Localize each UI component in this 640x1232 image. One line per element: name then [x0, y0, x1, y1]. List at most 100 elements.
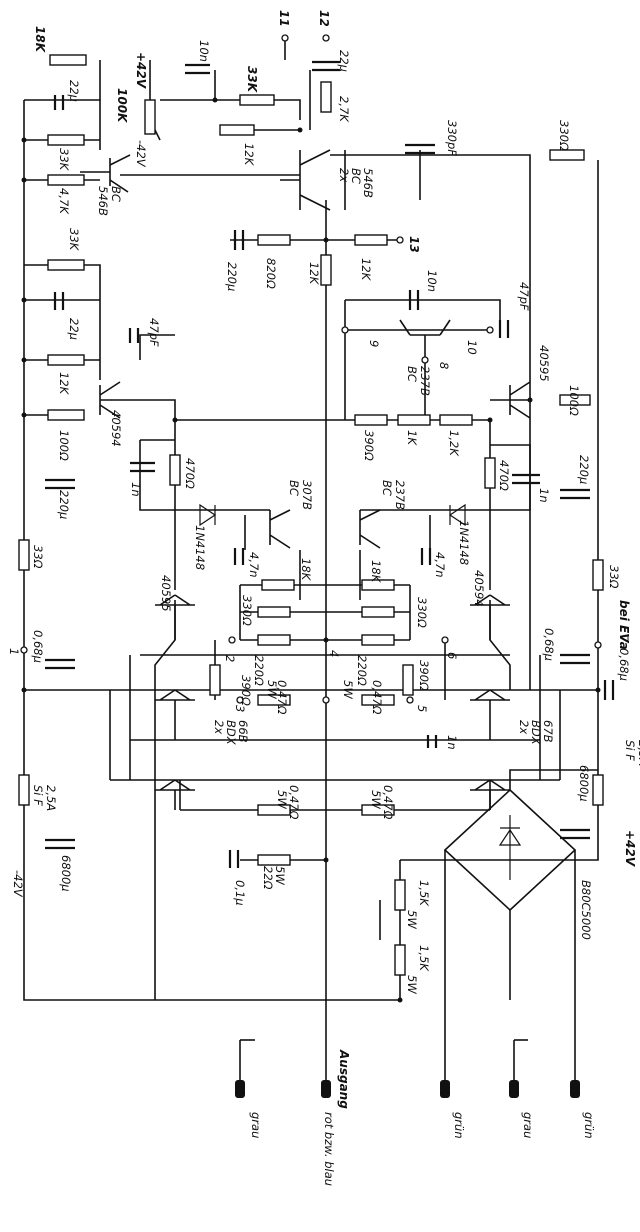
resistor-12k-left [47, 354, 85, 366]
label-r-18k-left: 18K [299, 558, 313, 582]
capacitor-6800u-left [45, 838, 75, 850]
output-connectors [235, 1080, 580, 1098]
label-supply-neg-bottom: -42V [11, 870, 25, 898]
capacitor-068u-b [560, 653, 590, 665]
resistor-1k2 [439, 414, 473, 426]
label-bei-eva: bei EVa [617, 600, 631, 650]
label-r-470-left: 470Ω [183, 458, 197, 489]
junctions [20, 34, 602, 1003]
resistor-047-b [361, 694, 395, 706]
potentiometer-1k [397, 414, 431, 426]
connector-labels: grau Ausgang rot bzw. blau grün grau grü… [249, 1049, 596, 1186]
label-grau-1: grau [249, 1112, 263, 1138]
resistor-390-a [209, 664, 221, 696]
connector-grau-1 [235, 1080, 245, 1098]
resistor-33-left [18, 539, 30, 571]
connector-grau-2 [509, 1080, 519, 1098]
label-c-10n-mid: 10n [425, 270, 439, 292]
label-r-047-c: 0,47Ω [287, 785, 301, 820]
resistor-220-a [257, 634, 291, 646]
resistor-220-b [361, 634, 395, 646]
label-r-18k-right: 18K [369, 560, 383, 584]
resistor-100-left [47, 409, 85, 421]
label-q-bdx66b: 2xBDX66B [212, 720, 250, 746]
label-q-bdx67b: 2xBDX67B [517, 720, 555, 746]
resistor-33k [47, 134, 85, 146]
label-r-390-a: 390Ω [239, 675, 253, 706]
label-r-820: 820Ω [264, 258, 278, 289]
label-r-470-right: 470Ω [497, 460, 511, 491]
resistor-470-left [169, 454, 181, 486]
resistor-33-right [592, 559, 604, 591]
label-r-1k5-a: 1,5K [417, 880, 431, 907]
label-5w-f: 5W [405, 910, 419, 929]
resistor-4k7 [47, 174, 85, 186]
label-q-bc237b-vbe: BC237B [405, 366, 432, 396]
label-fuse-right: Si F2,5A [623, 740, 640, 766]
label-gruen-2: grün [582, 1112, 596, 1139]
label-5w-c: 5W [275, 790, 289, 809]
resistor-18k-left [261, 579, 295, 591]
label-c-4n7-right: 4,7n [433, 552, 447, 578]
label-5w-d: 5W [369, 790, 383, 809]
label-d-1n4148-left: 1N4148 [193, 525, 207, 570]
resistor-22-5w [257, 854, 291, 866]
connector-gruen-2 [570, 1080, 580, 1098]
capacitor-22u-input [312, 60, 340, 72]
capacitor-220u-mid [233, 230, 245, 250]
label-c-220u-mid: 220µ [225, 262, 239, 291]
capacitor-10n-top [185, 63, 210, 75]
transistors [80, 149, 531, 810]
label-c-6800u-right: 6800µ [577, 765, 591, 802]
label-r-18k-top: 18K [33, 26, 47, 54]
label-r-12k-13: 12K [359, 258, 373, 282]
resistor-33k-stage2 [47, 259, 85, 271]
label-ausgang: Ausgang [337, 1049, 351, 1109]
resistor-470-right [484, 457, 496, 489]
transistor-40595-left [155, 594, 195, 640]
label-c-47pf-right: 47pF [517, 282, 531, 311]
label-r-047-b: 0,47Ω [370, 680, 384, 715]
capacitor-220u-left [45, 478, 75, 490]
resistor-390-b [402, 664, 414, 696]
potentiometer-100k [144, 99, 156, 135]
label-5w-g: 5W [405, 975, 419, 994]
resistors [18, 54, 604, 976]
resistor-047-d [361, 804, 395, 816]
capacitors [45, 60, 615, 868]
resistor-820 [257, 234, 291, 246]
capacitor-220u-right [560, 488, 590, 500]
label-r-22-5w: 22Ω [261, 866, 275, 890]
transistor-bc237b [359, 509, 381, 549]
label-c-22u-top: 22µ [67, 80, 81, 102]
diode-1n4148-left [199, 503, 217, 527]
label-q-bc237b: BC237B [380, 480, 407, 510]
label-c-1n-left: 1n [129, 482, 143, 497]
label-node-2: 2 [223, 655, 237, 662]
label-fuse-left: Si F2,5A [31, 785, 58, 811]
capacitor-4n7-left [233, 548, 245, 565]
label-r-33-right: 33Ω [607, 565, 621, 589]
label-5w-a: 5W [265, 680, 279, 699]
label-terminal-13: 13 [407, 236, 421, 253]
label-r-100-left: 100Ω [57, 430, 71, 461]
label-c-330pf: 330pF [445, 120, 459, 156]
label-c-01u: 0,1µ [233, 880, 247, 906]
capacitor-22u-stage2 [53, 292, 65, 310]
label-node-3: 3 [233, 705, 247, 712]
capacitor-10n-mid [408, 290, 420, 310]
label-bridge: B80C5000 [579, 880, 593, 940]
label-r-100-right: 100Ω [567, 385, 581, 416]
label-ausgang-color: rot bzw. blau [322, 1112, 336, 1186]
transistor-bdx66b-lower [155, 779, 195, 810]
wiring [23, 40, 599, 1080]
label-r-12k-left: 12K [57, 372, 71, 396]
label-node-8: 8 [437, 362, 451, 369]
capacitor-22u-top [53, 95, 65, 110]
resistor-100-right [559, 394, 591, 406]
label-c-22u-left2: 22µ [67, 318, 81, 340]
capacitor-47pf-right [498, 320, 510, 338]
transistor-40594-left [99, 381, 121, 419]
transistor-bdx67b-upper [470, 689, 510, 740]
transistor-bc237b-vbe [399, 319, 451, 355]
